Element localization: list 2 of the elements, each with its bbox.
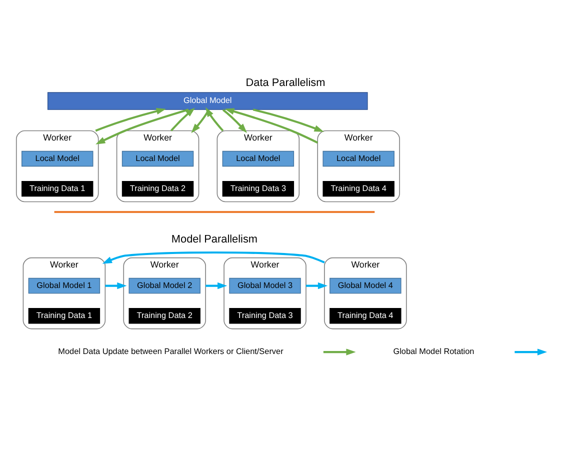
label: Model Parallelism [171, 234, 258, 246]
diagram-title: Data Parallelism [246, 77, 326, 90]
